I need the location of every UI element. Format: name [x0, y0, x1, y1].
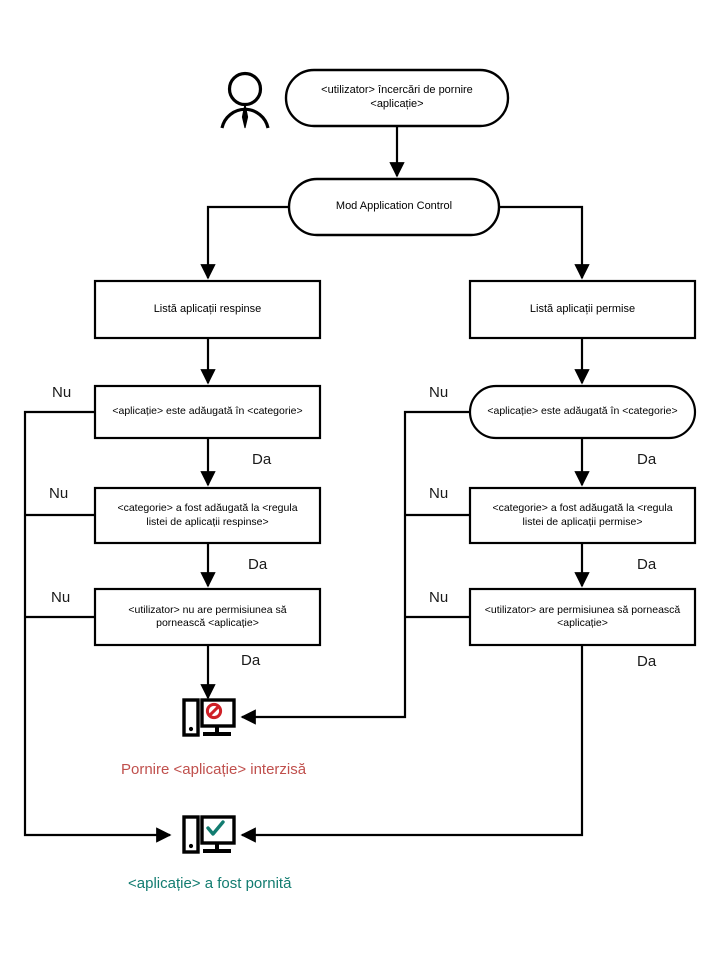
allowed-permission-shape	[468, 587, 697, 647]
edge-label-denied-permission-yes: Da	[241, 652, 261, 669]
prohibition-sign-icon	[205, 702, 223, 720]
edge-label-allowed-rule-yes: Da	[637, 556, 657, 573]
computer-blocked-icon	[182, 698, 236, 737]
edge-denied-category-no	[23, 410, 172, 843]
denied-category-shape	[93, 384, 322, 440]
terminal-denied-label: Pornire <aplicație> interzisă	[121, 761, 307, 778]
edge-allowed-category-no	[240, 410, 470, 725]
denied-list-shape	[93, 279, 322, 340]
user-tie-icon	[241, 103, 249, 129]
edge-label-denied-category-yes: Da	[252, 451, 272, 468]
edge-allowed-permission-yes	[240, 645, 584, 843]
mode-node-shape	[287, 177, 501, 237]
edge-label-allowed-rule-no: Nu	[429, 485, 449, 502]
edge-mode-to-denied-list	[200, 205, 289, 280]
allowed-list-shape	[468, 279, 697, 340]
edge-label-denied-permission-no: Nu	[51, 589, 71, 606]
denied-rule-shape	[93, 486, 322, 545]
edge-label-denied-category-no: Nu	[52, 384, 72, 401]
checkmark-icon	[206, 820, 225, 836]
denied-permission-shape	[93, 587, 322, 647]
edge-label-allowed-permission-yes: Da	[637, 653, 657, 670]
edge-label-allowed-category-yes: Da	[637, 451, 657, 468]
allowed-category-shape	[468, 384, 697, 440]
edge-label-allowed-permission-no: Nu	[429, 589, 449, 606]
computer-check-icon	[182, 815, 236, 854]
start-node-shape	[284, 68, 510, 128]
edge-label-allowed-category-no: Nu	[429, 384, 449, 401]
edge-mode-to-allowed-list	[499, 205, 590, 280]
edge-label-denied-rule-no: Nu	[49, 485, 69, 502]
allowed-rule-shape	[468, 486, 697, 545]
edge-label-denied-rule-yes: Da	[248, 556, 268, 573]
terminal-allowed-label: <aplicație> a fost pornită	[128, 875, 292, 892]
